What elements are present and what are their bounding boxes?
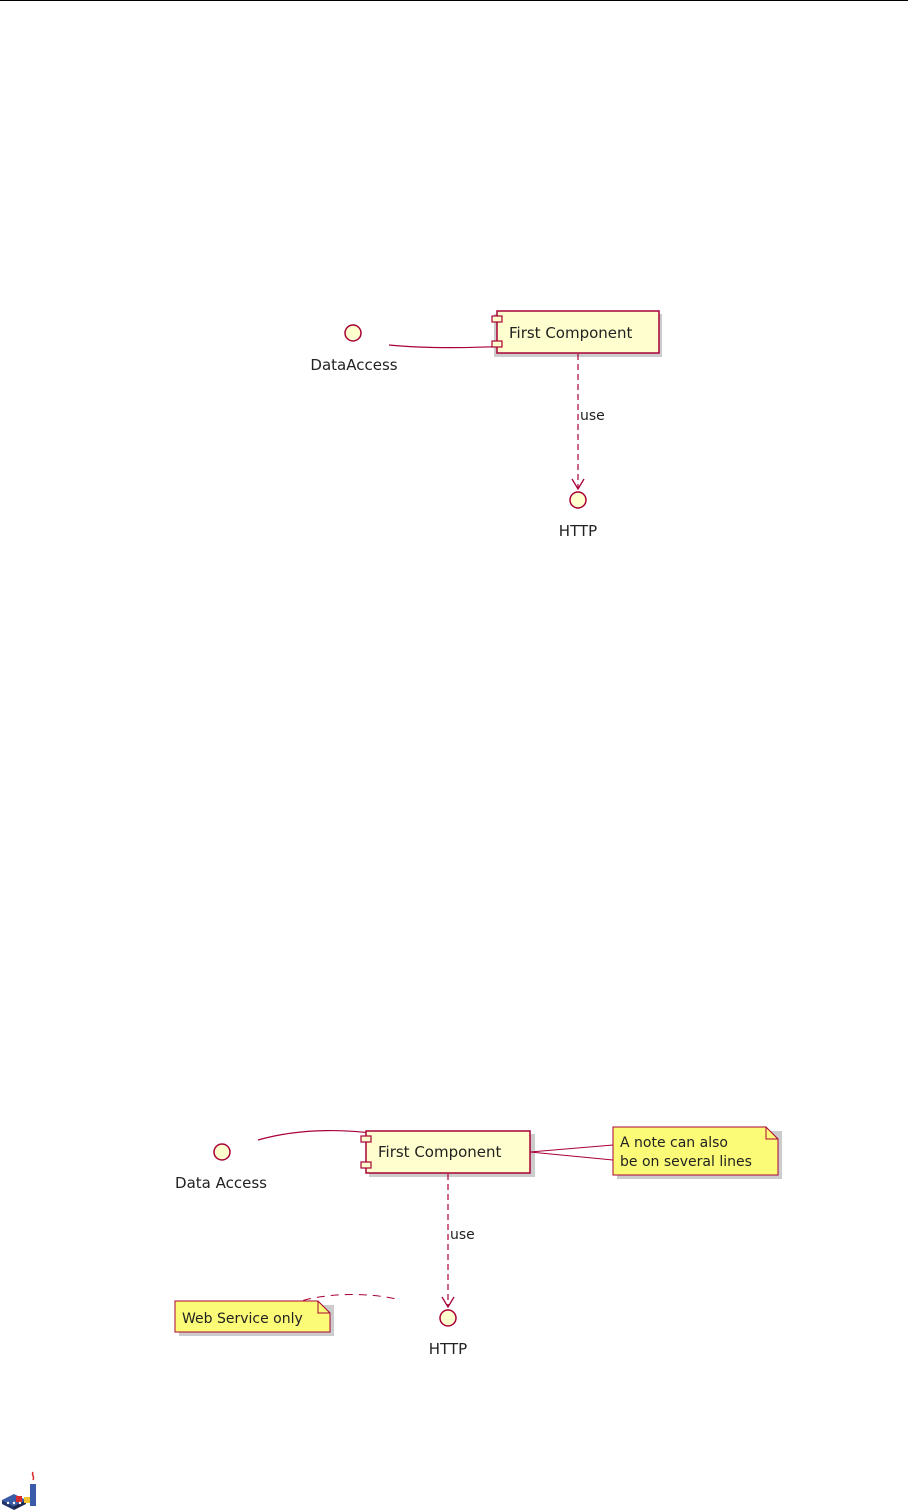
edge-label-use: use xyxy=(580,408,605,424)
page-top-rule xyxy=(0,0,908,1)
component-first-component-2: First Component xyxy=(360,1130,531,1174)
interface-label-dataaccess: DataAccess xyxy=(310,356,397,374)
note-component-line-2: be on several lines xyxy=(620,1154,752,1170)
component-label: First Component xyxy=(509,324,633,342)
interface-circle-dataaccess xyxy=(344,324,362,342)
use-arrowhead-2 xyxy=(441,1296,455,1309)
component-first-component: First Component xyxy=(491,310,660,354)
note-http-text: Web Service only xyxy=(182,1311,303,1327)
component-label-2: First Component xyxy=(378,1143,502,1161)
interface-label-http: HTTP xyxy=(559,522,597,540)
component-diagram-1: DataAccess First Component use HTTP xyxy=(310,310,662,540)
use-arrowhead xyxy=(571,478,585,491)
interface-circle-http-2 xyxy=(439,1309,457,1327)
note-connector-component xyxy=(529,1151,614,1161)
component-diagram-2: Data Access First Component A note can a… xyxy=(174,1126,782,1358)
interface-circle-http xyxy=(569,491,587,509)
interface-circle-data-access xyxy=(213,1143,231,1161)
plantuml-logo-icon xyxy=(2,1471,36,1510)
edge-label-use-2: use xyxy=(450,1227,475,1243)
note-component: A note can also be on several lines xyxy=(612,1126,782,1179)
note-connector-http xyxy=(289,1294,401,1306)
interface-label-data-access: Data Access xyxy=(175,1174,267,1192)
note-http: Web Service only xyxy=(174,1300,334,1336)
interface-label-http-2: HTTP xyxy=(429,1340,467,1358)
note-component-line-1: A note can also xyxy=(620,1135,728,1151)
